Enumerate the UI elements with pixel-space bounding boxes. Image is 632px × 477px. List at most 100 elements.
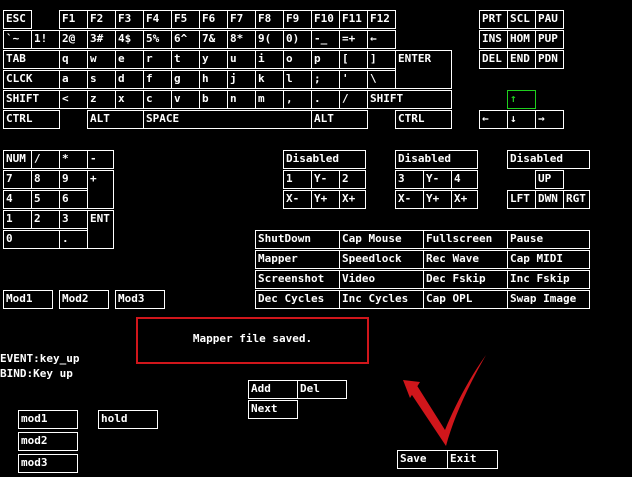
- key-f3[interactable]: F3: [115, 10, 144, 29]
- key-w[interactable]: w: [87, 50, 116, 69]
- key-enter[interactable]: ENTER: [395, 50, 452, 89]
- joystick2-x-plus[interactable]: X+: [451, 190, 478, 209]
- key-f1[interactable]: F1: [59, 10, 88, 29]
- numpad-5[interactable]: 5: [31, 190, 60, 209]
- key-y[interactable]: y: [199, 50, 228, 69]
- hat-down[interactable]: DWN: [535, 190, 564, 209]
- joystick1-y-minus[interactable]: Y-: [311, 170, 340, 189]
- key-6[interactable]: 6^: [171, 30, 200, 49]
- save-button[interactable]: Save: [397, 450, 448, 469]
- numpad-numlock[interactable]: NUM: [3, 150, 32, 169]
- key-1[interactable]: 1!: [31, 30, 60, 49]
- hat-right[interactable]: RGT: [563, 190, 590, 209]
- key-lalt[interactable]: ALT: [87, 110, 144, 129]
- mod1-key[interactable]: Mod1: [3, 290, 53, 309]
- numpad-2[interactable]: 2: [31, 210, 60, 229]
- key-rctrl[interactable]: CTRL: [395, 110, 452, 129]
- key-delete[interactable]: DEL: [479, 50, 508, 69]
- key-g[interactable]: g: [171, 70, 200, 89]
- key-period[interactable]: .: [311, 90, 340, 109]
- key-i[interactable]: i: [255, 50, 284, 69]
- joystick2-status[interactable]: Disabled: [395, 150, 478, 169]
- key-a[interactable]: a: [59, 70, 88, 89]
- joystick1-button-1[interactable]: 1: [283, 170, 312, 189]
- key-ralt[interactable]: ALT: [311, 110, 368, 129]
- func-speedlock[interactable]: Speedlock: [339, 250, 424, 269]
- key-j[interactable]: j: [227, 70, 256, 89]
- hat-left[interactable]: LFT: [507, 190, 536, 209]
- key-semicolon[interactable]: ;: [311, 70, 340, 89]
- key-up-arrow[interactable]: ↑: [507, 90, 536, 109]
- key-l[interactable]: l: [283, 70, 312, 89]
- key-o[interactable]: o: [283, 50, 312, 69]
- key-esc[interactable]: ESC: [3, 10, 32, 29]
- exit-button[interactable]: Exit: [447, 450, 498, 469]
- key-rshift[interactable]: SHIFT: [367, 90, 452, 109]
- key-f11[interactable]: F11: [339, 10, 368, 29]
- hold-option[interactable]: hold: [98, 410, 158, 429]
- key-tab[interactable]: TAB: [3, 50, 60, 69]
- func-swap-image[interactable]: Swap Image: [507, 290, 590, 309]
- mod2-key[interactable]: Mod2: [59, 290, 109, 309]
- key-m[interactable]: m: [255, 90, 284, 109]
- key-lshift[interactable]: SHIFT: [3, 90, 60, 109]
- func-mapper[interactable]: Mapper: [255, 250, 340, 269]
- numpad-minus[interactable]: -: [87, 150, 114, 169]
- key-slash[interactable]: /: [339, 90, 368, 109]
- key-7[interactable]: 7&: [199, 30, 228, 49]
- key-prtscr[interactable]: PRT: [479, 10, 508, 29]
- key-f6[interactable]: F6: [199, 10, 228, 29]
- key-f9[interactable]: F9: [283, 10, 312, 29]
- key-pause[interactable]: PAU: [535, 10, 564, 29]
- joystick1-x-plus[interactable]: X+: [339, 190, 366, 209]
- numpad-9[interactable]: 9: [59, 170, 88, 189]
- key-h[interactable]: h: [199, 70, 228, 89]
- func-rec-wave[interactable]: Rec Wave: [423, 250, 508, 269]
- numpad-0[interactable]: 0: [3, 230, 60, 249]
- key-f5[interactable]: F5: [171, 10, 200, 29]
- key-d[interactable]: d: [115, 70, 144, 89]
- key-comma[interactable]: ,: [283, 90, 312, 109]
- key-f10[interactable]: F10: [311, 10, 340, 29]
- key-f12[interactable]: F12: [367, 10, 396, 29]
- key-f2[interactable]: F2: [87, 10, 116, 29]
- key-x[interactable]: x: [115, 90, 144, 109]
- numpad-divide[interactable]: /: [31, 150, 60, 169]
- key-minus[interactable]: -_: [311, 30, 340, 49]
- key-4[interactable]: 4$: [115, 30, 144, 49]
- mod3-key[interactable]: Mod3: [115, 290, 165, 309]
- func-inc-fskip[interactable]: Inc Fskip: [507, 270, 590, 289]
- numpad-plus[interactable]: +: [87, 170, 114, 209]
- func-dec-cycles[interactable]: Dec Cycles: [255, 290, 340, 309]
- key-right-arrow[interactable]: →: [535, 110, 564, 129]
- key-z[interactable]: z: [87, 90, 116, 109]
- key-v[interactable]: v: [171, 90, 200, 109]
- func-pause[interactable]: Pause: [507, 230, 590, 249]
- key-rbracket[interactable]: ]: [367, 50, 396, 69]
- key-backtick[interactable]: `~: [3, 30, 32, 49]
- key-scrolllock[interactable]: SCL: [507, 10, 536, 29]
- numpad-7[interactable]: 7: [3, 170, 32, 189]
- key-left-arrow[interactable]: ←: [479, 110, 508, 129]
- func-video[interactable]: Video: [339, 270, 424, 289]
- func-fullscreen[interactable]: Fullscreen: [423, 230, 508, 249]
- mod2-option[interactable]: mod2: [18, 432, 78, 451]
- key-3[interactable]: 3#: [87, 30, 116, 49]
- hat-up[interactable]: UP: [535, 170, 564, 189]
- key-backslash[interactable]: \: [367, 70, 396, 89]
- joystick3-status[interactable]: Disabled: [507, 150, 590, 169]
- key-f8[interactable]: F8: [255, 10, 284, 29]
- key-pagedown[interactable]: PDN: [535, 50, 564, 69]
- add-button[interactable]: Add: [248, 380, 298, 399]
- key-insert[interactable]: INS: [479, 30, 508, 49]
- func-dec-fskip[interactable]: Dec Fskip: [423, 270, 508, 289]
- func-cap-mouse[interactable]: Cap Mouse: [339, 230, 424, 249]
- key-capslock[interactable]: CLCK: [3, 70, 60, 89]
- mod1-option[interactable]: mod1: [18, 410, 78, 429]
- numpad-4[interactable]: 4: [3, 190, 32, 209]
- key-lctrl[interactable]: CTRL: [3, 110, 60, 129]
- key-8[interactable]: 8*: [227, 30, 256, 49]
- func-shutdown[interactable]: ShutDown: [255, 230, 340, 249]
- key-n[interactable]: n: [227, 90, 256, 109]
- key-f[interactable]: f: [143, 70, 172, 89]
